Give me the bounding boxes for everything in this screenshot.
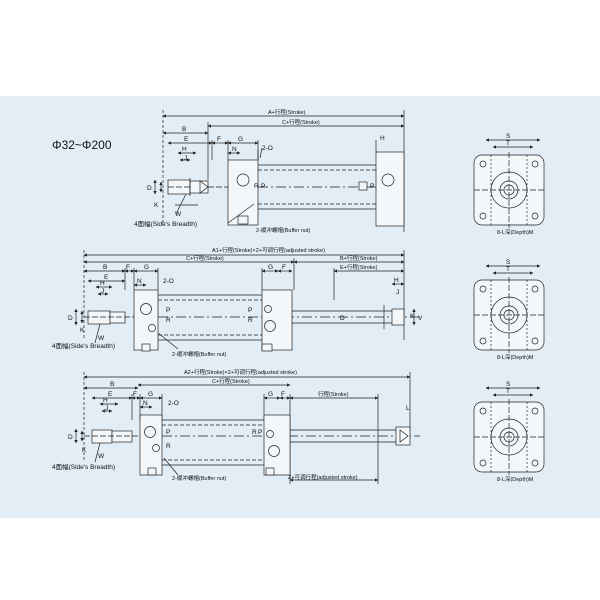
- dim-stroke-3: 行程(Stroke): [318, 390, 349, 398]
- dim-b-3: B: [110, 381, 114, 388]
- dim-n-3: N: [143, 400, 148, 407]
- dim-k-3: K: [82, 447, 87, 454]
- dim-h-rear: H: [380, 135, 385, 142]
- dim-d-2l: D: [68, 315, 73, 322]
- dim-s-2: S: [506, 259, 511, 266]
- dim-b-2: B: [103, 264, 107, 271]
- dim-j-2c: J: [396, 289, 399, 296]
- depth-m-1: 8-L深(Depth)M: [497, 228, 534, 236]
- dim-r-2b: R: [248, 317, 253, 324]
- dim-v-2: V: [418, 315, 423, 322]
- buffer-nut-label: 2-缓冲螺帽(Buffer nut): [256, 226, 310, 234]
- sides-breadth-label-3: 4面幅(Side's Breadth): [52, 462, 115, 471]
- dim-p: P: [261, 183, 265, 190]
- dim-t-3: T: [506, 388, 510, 395]
- dim-f-3: F: [133, 391, 137, 398]
- dim-l-3: L: [406, 405, 410, 412]
- dim-r-3: R: [166, 443, 171, 450]
- dim-w: W: [175, 211, 182, 218]
- dim-g-3b: G: [268, 391, 273, 398]
- dim-r: R: [254, 183, 259, 190]
- dim-r-3b: R: [252, 429, 257, 436]
- dim-b-stroke: B+行程(Stroke): [340, 254, 378, 262]
- dim-k-2r: K: [410, 313, 415, 320]
- dim-s-1: S: [506, 133, 511, 140]
- buffer-nut-label-2: 2-缓冲螺帽(Buffer nut): [172, 350, 226, 358]
- dim-d: D: [147, 185, 152, 192]
- dim-j-2: J: [101, 288, 104, 295]
- dim-a2-stroke: A2+行程(Stroke)×2+可调行程(adjusted stroke): [184, 368, 297, 376]
- cylinder-extended-rod: [74, 372, 420, 484]
- dim-d-2: D: [340, 315, 345, 322]
- dim-t-1: T: [506, 140, 510, 147]
- dim-p-rear: P: [370, 183, 374, 190]
- dim-n: N: [232, 146, 237, 153]
- dim-c-stroke-2: C+行程(Stroke): [186, 254, 224, 262]
- label-2-o-2: 2-O: [163, 278, 174, 285]
- buffer-nut-label-3: 2-缓冲螺帽(Buffer nut): [172, 474, 226, 482]
- dim-g: G: [238, 136, 243, 143]
- dim-b: B: [182, 126, 186, 133]
- end-view-3: [473, 386, 545, 475]
- dim-e: E: [184, 136, 189, 143]
- dim-f: F: [217, 136, 221, 143]
- dim-a-stroke: A+行程(Stroke): [268, 108, 306, 116]
- end-view-1: [473, 138, 545, 228]
- dim-f-3b: F: [281, 391, 285, 398]
- dim-p-3: P: [166, 429, 170, 436]
- dim-p-2: P: [166, 307, 170, 314]
- dim-h-3: H: [103, 397, 108, 404]
- depth-m-2: 8-L深(Depth)M: [497, 353, 534, 361]
- end-view-2: [473, 264, 545, 353]
- dim-j-3: J: [105, 405, 108, 412]
- dim-p-3b: P: [258, 429, 262, 436]
- dim-g-2b: G: [268, 264, 273, 271]
- sides-breadth-label-2: 4面幅(Side's Breadth): [52, 341, 115, 350]
- dim-k-2: K: [80, 327, 85, 334]
- dim-h-2: H: [100, 280, 105, 287]
- dim-w-2: W: [98, 335, 105, 342]
- dim-h: H: [182, 146, 187, 153]
- sides-breadth-label: 4面幅(Side's Breadth): [134, 219, 197, 228]
- dim-f-2b: F: [282, 264, 286, 271]
- dim-d-3: D: [68, 434, 73, 441]
- dim-p-2b: P: [248, 307, 252, 314]
- dim-g-2: G: [144, 264, 149, 271]
- dim-w-3: W: [98, 453, 105, 460]
- dim-j: J: [184, 155, 187, 162]
- dim-a1-stroke: A1+行程(Stroke)×2+可调行程(adjusted stroke): [212, 246, 325, 254]
- dim-c-stroke: C+行程(Stroke): [282, 118, 320, 126]
- dim-k: K: [154, 202, 159, 209]
- dim-h-2c: H: [394, 277, 399, 284]
- dim-g-3: G: [148, 391, 153, 398]
- dim-e-2: E: [104, 274, 109, 281]
- dim-e-stroke: E+行程(Stroke): [340, 263, 378, 271]
- dim-e-3: E: [108, 391, 113, 398]
- cylinder-double-rod: [74, 250, 420, 352]
- z-adjusted-label: Z+可调行程(adjusted stroke): [288, 473, 358, 481]
- label-2-o-3: 2-O: [168, 400, 179, 407]
- depth-m-3: 8-L深(Depth)M: [497, 475, 534, 483]
- dim-f-2: F: [126, 264, 130, 271]
- dim-s-3: S: [506, 381, 511, 388]
- cylinder-single-rod: [153, 110, 405, 232]
- dim-t-2: T: [506, 266, 510, 273]
- dim-n-2: N: [137, 278, 142, 285]
- size-range-title: Φ32~Φ200: [52, 138, 112, 152]
- dim-c-stroke-3: C+行程(Stroke): [212, 377, 250, 385]
- label-2-o: 2-O: [262, 145, 273, 152]
- dim-r-2: R: [166, 317, 171, 324]
